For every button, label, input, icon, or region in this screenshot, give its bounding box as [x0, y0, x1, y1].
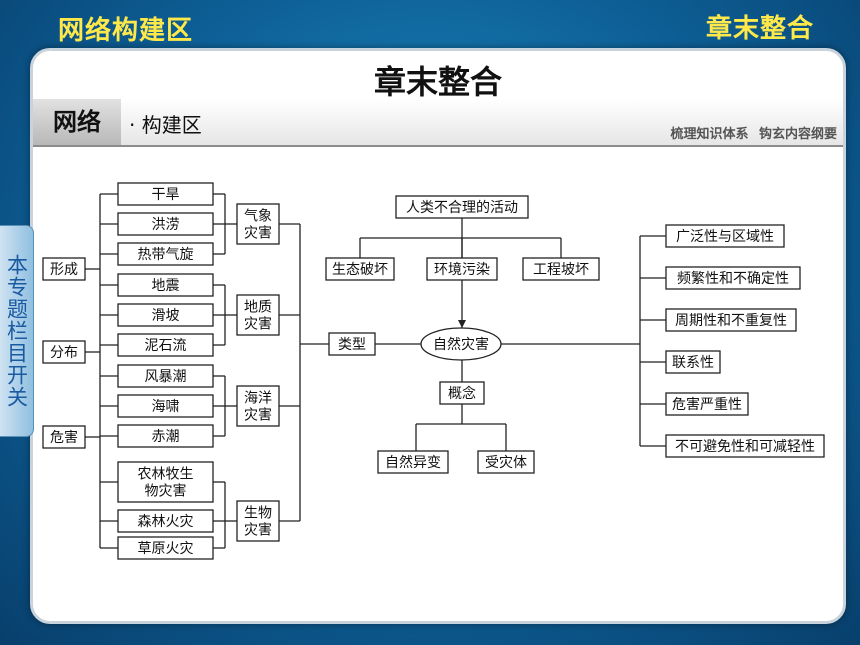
- section-tab: 网络: [33, 99, 121, 145]
- characteristic-1: 频繁性和不确定性: [665, 266, 801, 290]
- svg-text:灾害: 灾害: [244, 522, 272, 539]
- svg-text:频繁性和不确定性: 频繁性和不确定性: [677, 271, 789, 287]
- cause-box: 人类不合理的活动: [395, 195, 529, 219]
- section-subtitle: · 构建区: [129, 113, 202, 137]
- human-effect-1: 环境污染: [426, 257, 498, 281]
- hazard-item-3-2: 草原火灾: [117, 536, 214, 560]
- svg-text:灾害: 灾害: [244, 316, 272, 333]
- left-label-0: 形成: [42, 257, 86, 281]
- topic-menu-toggle[interactable]: 本专题栏目开关: [0, 225, 34, 437]
- svg-text:森林火灾: 森林火灾: [138, 513, 194, 530]
- svg-text:受灾体: 受灾体: [485, 454, 527, 471]
- svg-text:周期性和不重复性: 周期性和不重复性: [675, 312, 787, 329]
- hazard-item-3-1: 森林火灾: [117, 509, 214, 533]
- svg-text:危害严重性: 危害严重性: [672, 397, 742, 413]
- section-header: 网络 · 构建区 梳理知识体系 钩玄内容纲要: [33, 99, 843, 147]
- human-effect-2: 工程坡坏: [522, 257, 600, 281]
- svg-text:自然灾害: 自然灾害: [433, 336, 489, 353]
- hazard-item-1-1: 滑坡: [117, 303, 214, 327]
- concept-label: 概念: [439, 381, 485, 405]
- svg-text:风暴潮: 风暴潮: [145, 369, 187, 385]
- svg-text:人类不合理的活动: 人类不合理的活动: [406, 200, 518, 216]
- svg-text:灾害: 灾害: [244, 225, 272, 242]
- characteristic-2: 周期性和不重复性: [665, 308, 797, 332]
- svg-text:赤潮: 赤潮: [152, 429, 180, 445]
- svg-text:不可避免性和可减轻性: 不可避免性和可减轻性: [675, 439, 815, 455]
- left-label-1: 分布: [42, 340, 86, 364]
- svg-text:干旱: 干旱: [152, 187, 180, 203]
- hazard-item-2-2: 赤潮: [117, 424, 214, 448]
- concept-item-1: 受灾体: [477, 450, 535, 474]
- svg-text:分布: 分布: [50, 345, 78, 361]
- svg-text:自然异变: 自然异变: [385, 454, 441, 471]
- svg-text:广泛性与区域性: 广泛性与区域性: [676, 229, 774, 245]
- svg-text:工程坡坏: 工程坡坏: [533, 262, 589, 278]
- svg-text:灾害: 灾害: [244, 407, 272, 424]
- center-node: 自然灾害: [420, 327, 502, 361]
- svg-text:农林牧生: 农林牧生: [138, 467, 194, 483]
- characteristic-4: 危害严重性: [665, 392, 749, 416]
- svg-text:气象: 气象: [244, 209, 272, 225]
- svg-text:热带气旋: 热带气旋: [138, 247, 194, 263]
- characteristic-0: 广泛性与区域性: [665, 224, 785, 248]
- hazard-item-1-0: 地震: [117, 273, 214, 297]
- svg-text:联系性: 联系性: [672, 355, 714, 371]
- svg-text:草原火灾: 草原火灾: [138, 540, 194, 557]
- hazard-item-0-2: 热带气旋: [117, 242, 214, 266]
- characteristic-3: 联系性: [665, 350, 721, 374]
- svg-text:海洋: 海洋: [244, 391, 272, 407]
- section-slogan: 梳理知识体系 钩玄内容纲要: [670, 127, 837, 142]
- svg-text:危害: 危害: [50, 430, 78, 446]
- diagram-connectors: [85, 193, 666, 549]
- section-title-network: 网络构建区: [58, 16, 194, 46]
- svg-text:洪涝: 洪涝: [152, 217, 180, 233]
- hazard-item-2-0: 风暴潮: [117, 364, 214, 388]
- left-label-2: 危害: [42, 425, 86, 449]
- type-label: 类型: [328, 332, 376, 356]
- svg-text:生态破坏: 生态破坏: [332, 262, 388, 278]
- svg-text:环境污染: 环境污染: [434, 262, 490, 278]
- svg-text:概念: 概念: [448, 385, 476, 402]
- svg-text:地质: 地质: [244, 300, 272, 316]
- hazard-item-0-0: 干旱: [117, 182, 214, 206]
- svg-text:类型: 类型: [338, 337, 366, 353]
- hazard-item-2-1: 海啸: [117, 394, 214, 418]
- concept-item-0: 自然异变: [377, 450, 449, 474]
- svg-text:滑坡: 滑坡: [152, 307, 180, 324]
- human-effect-0: 生态破坏: [325, 257, 395, 281]
- page-title: 章末整合: [373, 63, 502, 101]
- hazard-item-1-2: 泥石流: [117, 333, 214, 357]
- svg-text:海啸: 海啸: [152, 399, 180, 415]
- svg-text:物灾害: 物灾害: [145, 483, 187, 500]
- section-title-summary: 章末整合: [705, 14, 814, 44]
- svg-text:形成: 形成: [50, 262, 78, 278]
- svg-text:生物: 生物: [244, 506, 272, 522]
- svg-text:泥石流: 泥石流: [145, 338, 187, 354]
- hazard-item-0-1: 洪涝: [117, 212, 214, 236]
- svg-text:地震: 地震: [152, 278, 180, 294]
- characteristic-5: 不可避免性和可减轻性: [665, 434, 825, 458]
